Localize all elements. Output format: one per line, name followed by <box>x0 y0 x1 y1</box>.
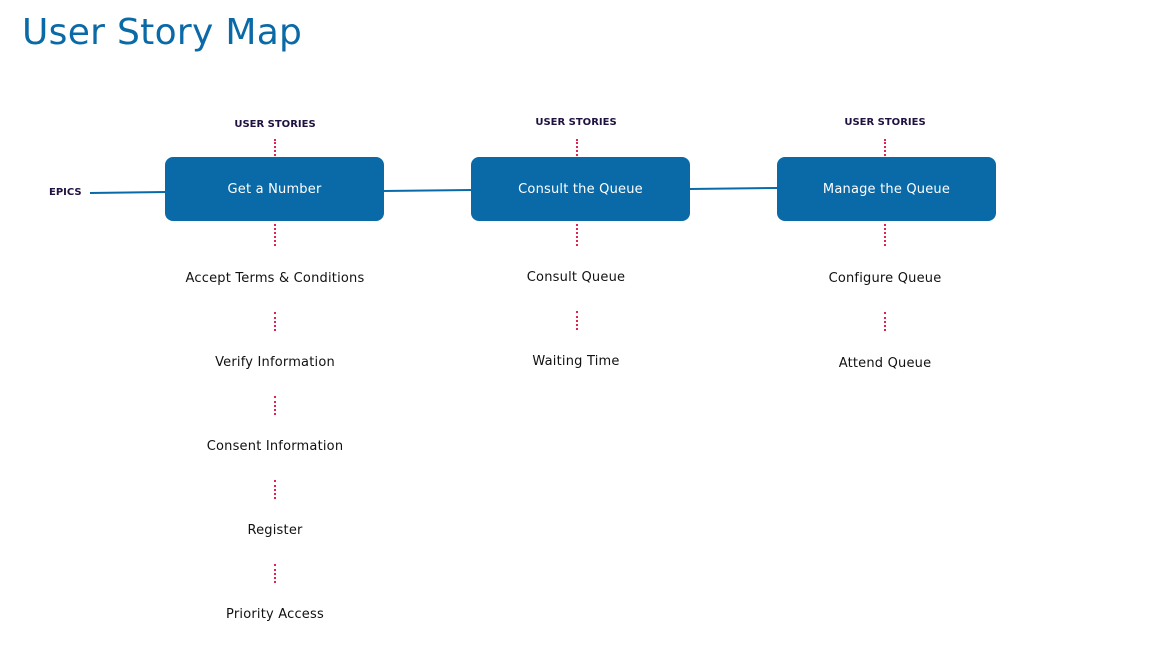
dotted-connector <box>274 480 276 499</box>
story-consent-information[interactable]: Consent Information <box>206 439 344 454</box>
epic-consult-the-queue[interactable]: Consult the Queue <box>471 157 690 221</box>
dotted-connector <box>576 224 578 246</box>
epic-get-a-number[interactable]: Get a Number <box>165 157 384 221</box>
story-accept-terms[interactable]: Accept Terms & Conditions <box>185 271 365 286</box>
dotted-connector <box>884 224 886 246</box>
dotted-connector <box>576 139 578 156</box>
story-verify-information[interactable]: Verify Information <box>215 355 335 370</box>
user-stories-label: USER STORIES <box>234 119 316 130</box>
epic-column-consult-the-queue: USER STORIES Consult the Queue Consult Q… <box>416 0 736 647</box>
epic-manage-the-queue[interactable]: Manage the Queue <box>777 157 996 221</box>
page-title: User Story Map <box>22 12 303 53</box>
user-stories-label: USER STORIES <box>535 117 617 128</box>
dotted-connector <box>576 311 578 330</box>
story-consult-queue[interactable]: Consult Queue <box>526 270 626 285</box>
story-waiting-time[interactable]: Waiting Time <box>532 354 620 369</box>
story-register[interactable]: Register <box>247 523 303 538</box>
dotted-connector <box>884 312 886 331</box>
dotted-connector <box>274 139 276 156</box>
story-configure-queue[interactable]: Configure Queue <box>828 271 942 286</box>
dotted-connector <box>274 396 276 415</box>
dotted-connector <box>884 139 886 156</box>
dotted-connector <box>274 224 276 246</box>
user-stories-label: USER STORIES <box>844 117 926 128</box>
epics-label: EPICS <box>49 187 82 198</box>
story-priority-access[interactable]: Priority Access <box>226 607 324 622</box>
epic-column-get-a-number: USER STORIES Get a Number Accept Terms &… <box>115 0 435 647</box>
dotted-connector <box>274 312 276 331</box>
epic-column-manage-the-queue: USER STORIES Manage the Queue Configure … <box>725 0 1045 647</box>
dotted-connector <box>274 564 276 583</box>
story-attend-queue[interactable]: Attend Queue <box>838 356 932 371</box>
